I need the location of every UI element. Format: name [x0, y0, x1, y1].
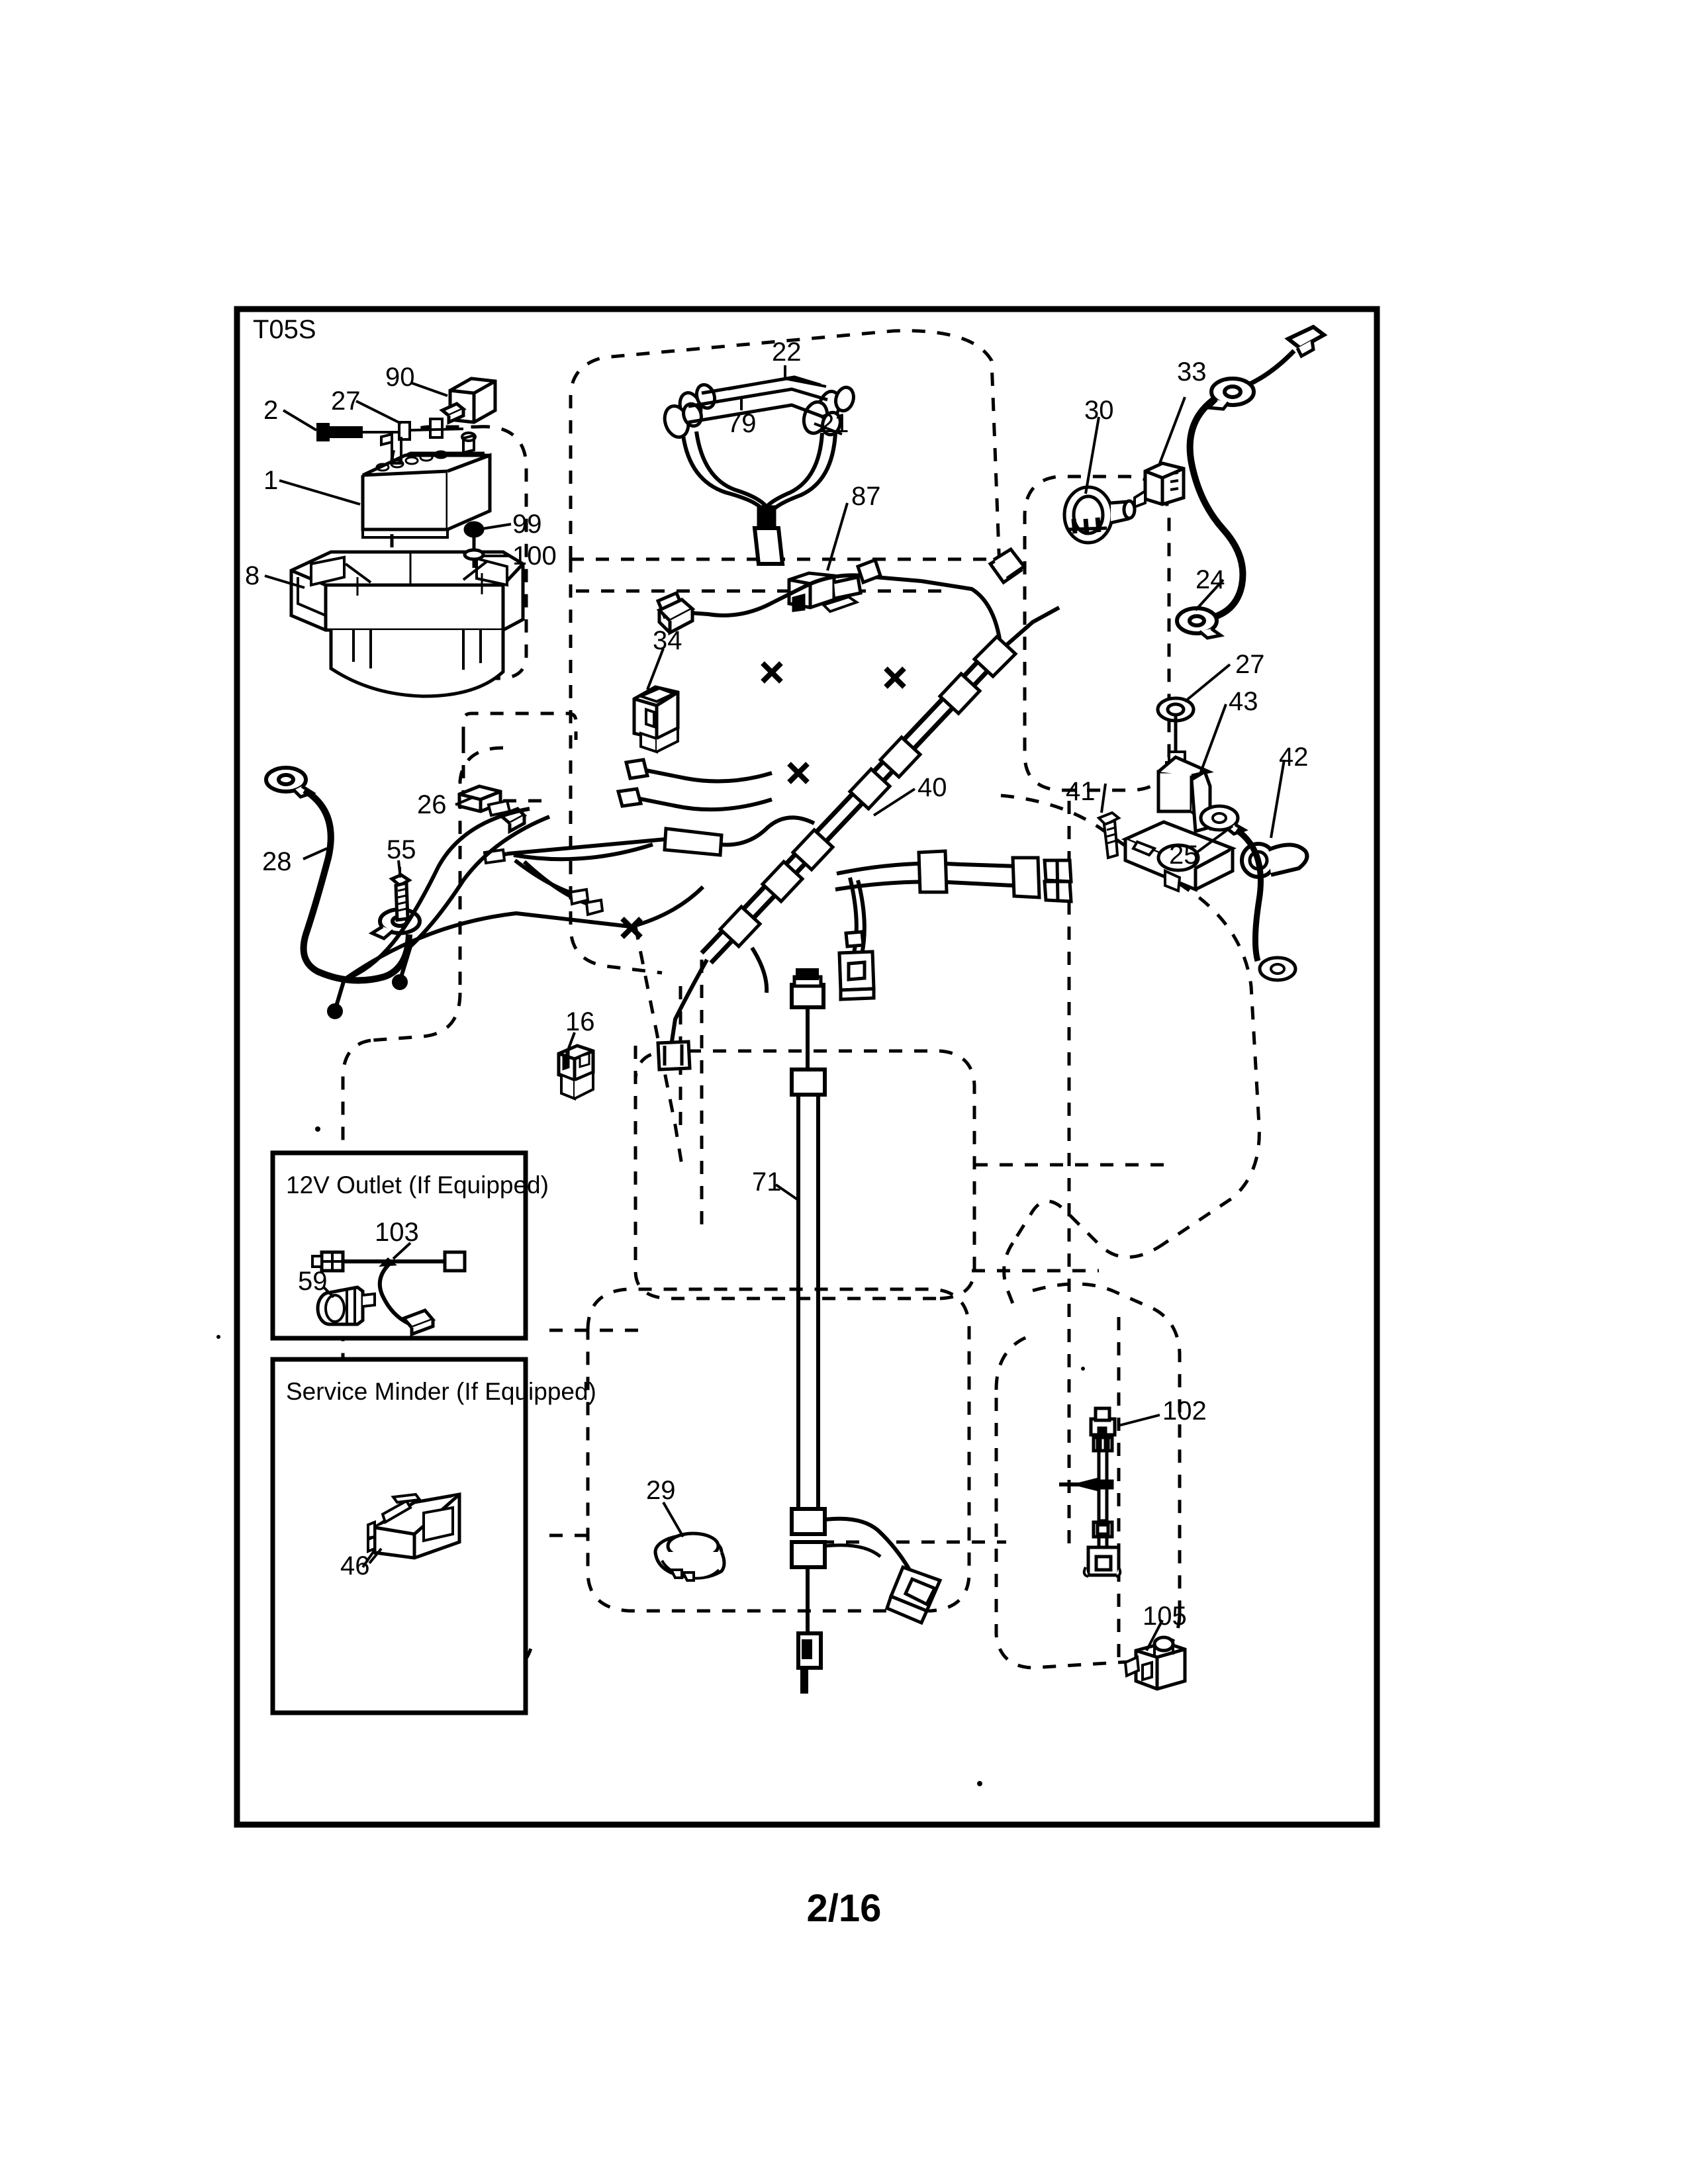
- callout-79: 79: [727, 409, 757, 438]
- solenoid-assembly: [1096, 696, 1309, 982]
- callout-27-battery: 27: [331, 387, 361, 416]
- callout-40: 40: [917, 773, 947, 802]
- ignition-switch-30: [1062, 485, 1137, 545]
- callout-29: 29: [646, 1476, 676, 1505]
- module-33: [1133, 461, 1186, 509]
- main-harness-40: [327, 547, 1073, 1071]
- callout-105: 105: [1143, 1602, 1187, 1631]
- callout-26: 26: [417, 790, 447, 819]
- callout-59: 59: [298, 1267, 328, 1296]
- callout-42: 42: [1279, 743, 1309, 772]
- callout-90: 90: [385, 363, 415, 392]
- battery-assembly: [316, 418, 492, 539]
- callout-34: 34: [653, 626, 682, 655]
- battery-tray-8: [289, 521, 525, 698]
- inset-title-service-minder: Service Minder (If Equipped): [286, 1378, 596, 1405]
- callout-99: 99: [512, 510, 542, 539]
- battery-clamp-90: [439, 377, 497, 425]
- connector-105: [1123, 1635, 1187, 1691]
- callout-8: 8: [245, 561, 260, 590]
- dashed-region-group: [341, 329, 1261, 1684]
- switch-assembly-102: [1059, 1406, 1122, 1578]
- switch-34: [632, 685, 680, 754]
- callout-22: 22: [772, 338, 802, 367]
- callout-41: 41: [1066, 777, 1096, 806]
- callout-102: 102: [1162, 1396, 1207, 1426]
- harness-connector-block: [656, 598, 696, 636]
- scan-artifacts: [216, 1126, 1085, 1786]
- callout-87: 87: [851, 482, 881, 511]
- callout-46: 46: [340, 1551, 370, 1580]
- ground-cable-24: [1175, 324, 1328, 640]
- buzzer-29: [653, 1531, 726, 1582]
- diagram-frame: [234, 306, 1380, 1828]
- callout-43: 43: [1229, 687, 1258, 716]
- callout-27-solenoid: 27: [1235, 650, 1265, 679]
- variant-label: T05S: [253, 315, 316, 344]
- inset-title-12v-outlet: 12V Outlet (If Equipped): [286, 1171, 549, 1199]
- page-number: 2/16: [806, 1887, 882, 1930]
- leader-lines: [264, 365, 1286, 1651]
- inset-service-minder: [270, 1357, 528, 1715]
- inset-12v-outlet: [270, 1150, 528, 1341]
- callout-24: 24: [1196, 565, 1225, 594]
- connector-26: [457, 784, 528, 835]
- callout-103: 103: [375, 1218, 419, 1247]
- headlight-harness-21: [663, 375, 855, 566]
- callout-2: 2: [263, 396, 279, 425]
- callout-30: 30: [1084, 396, 1114, 425]
- connector-16: [557, 1044, 595, 1101]
- callout-33: 33: [1177, 357, 1207, 387]
- callout-25: 25: [1169, 841, 1199, 870]
- callout-71: 71: [752, 1167, 782, 1197]
- callout-55: 55: [387, 835, 416, 864]
- cable-71: [790, 968, 943, 1694]
- callout-100: 100: [512, 541, 557, 570]
- callout-1: 1: [263, 466, 279, 495]
- callout-16: 16: [565, 1007, 595, 1036]
- callout-28: 28: [262, 847, 292, 876]
- callout-21: 21: [820, 409, 849, 438]
